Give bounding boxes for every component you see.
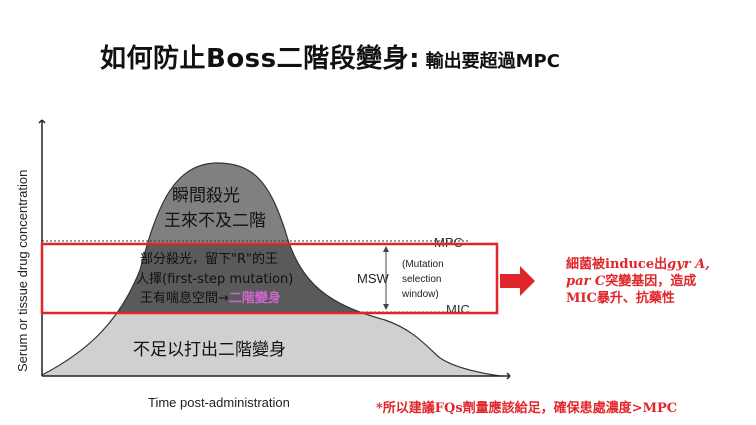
curve-mutation-window [116, 243, 363, 313]
msw-desc-2: selection [402, 274, 441, 285]
mid-zone-line3-text: 王有喘息空間→ [140, 290, 229, 306]
curve-below-mic [42, 313, 500, 376]
title-main: 如何防止Boss二階段變身: [100, 44, 421, 74]
arrow-right-icon [500, 266, 535, 296]
msw-desc-1: (Mutation [402, 259, 444, 270]
msw-desc-3: window) [401, 289, 439, 300]
slide-title: 如何防止Boss二階段變身: 輸出要超過MPC [100, 38, 560, 75]
top-zone-line2: 王來不及二階 [164, 211, 266, 231]
mid-zone-line3: 王有喘息空間→二階變身 [140, 290, 281, 306]
side-note-line1: 細菌被induce出gyr A, [566, 256, 746, 273]
side-note-line1-a: 細菌被induce出 [566, 257, 668, 272]
mid-zone-line2: 人擇(first-step mutation) [136, 271, 293, 287]
title-sub: 輸出要超過MPC [425, 51, 560, 72]
mic-label: MIC [446, 302, 470, 317]
top-zone-line1: 瞬間殺光 [172, 186, 240, 206]
low-zone-text: 不足以打出二階變身 [133, 340, 286, 360]
side-note-line3: MIC暴升、抗藥性 [566, 291, 675, 306]
x-axis-label: Time post-administration [148, 395, 290, 410]
mutation-window-box [40, 242, 499, 315]
side-note: 細菌被induce出gyr A, par C突變基因，造成 MIC暴升、抗藥性 [566, 256, 746, 307]
mid-zone-line1: 部分殺光，留下"R"的王 [140, 251, 278, 267]
curve-above-mpc [147, 162, 290, 243]
side-note-line2: par C突變基因，造成 [566, 273, 746, 290]
side-note-gene-parc: par C [566, 274, 606, 289]
msw-label: MSW [357, 271, 390, 286]
y-axis-label: Serum or tissue drug concentration [15, 170, 30, 372]
mpc-label: MPC [434, 235, 463, 250]
side-note-gene-gyra: gyr A, [667, 257, 710, 272]
side-note-line2-b: 突變基因，造成 [605, 274, 697, 289]
mid-zone-highlight: 二階變身 [229, 290, 281, 306]
bottom-note: *所以建議FQs劑量應該給足，確保患處濃度>MPC [376, 401, 678, 416]
